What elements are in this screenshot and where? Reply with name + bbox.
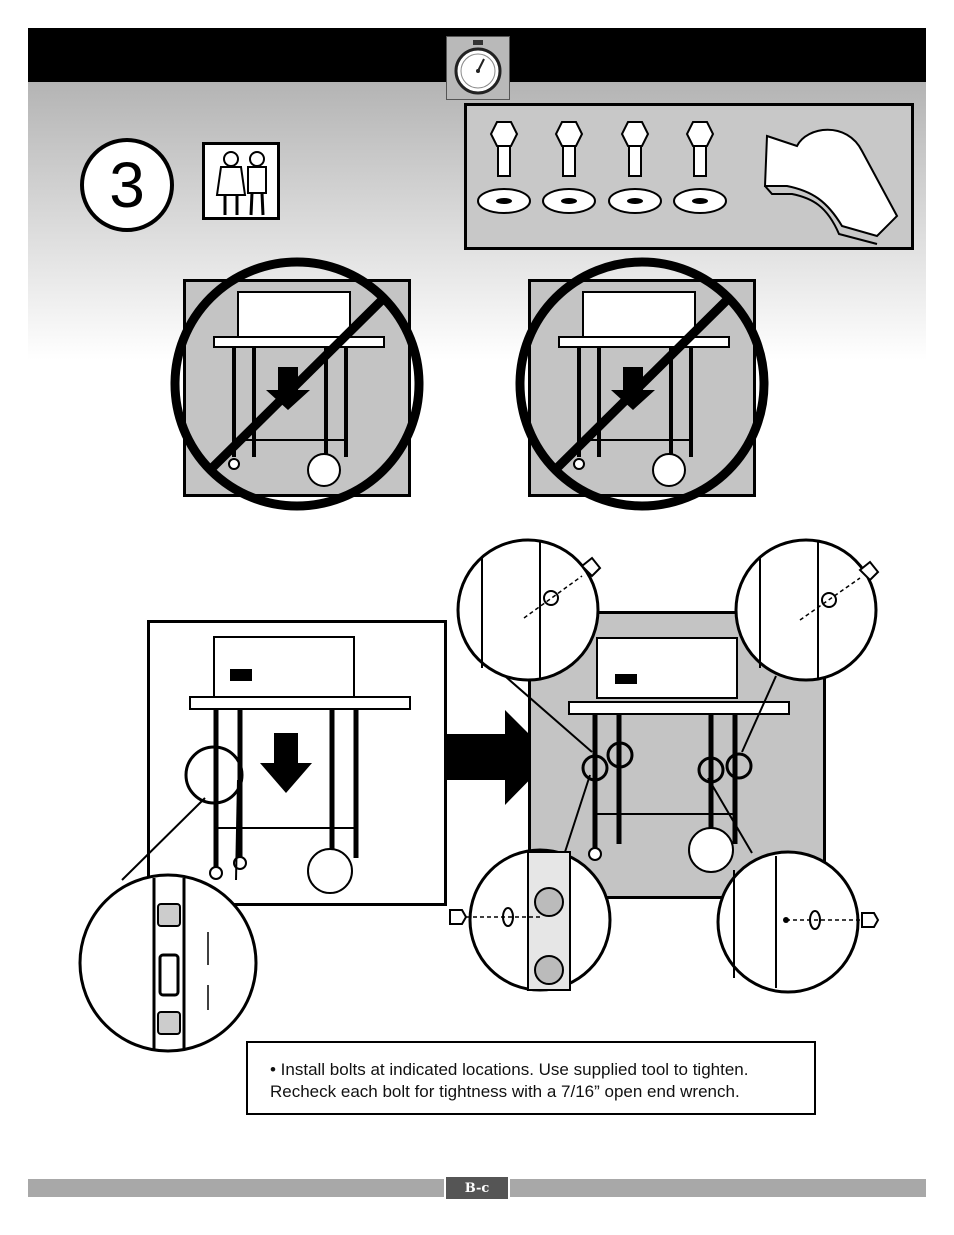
two-person-assembly-icon [202, 142, 280, 220]
bolt-icon [608, 121, 662, 214]
bolt-icon [673, 121, 727, 214]
instruction-box: • Install bolts at indicated locations. … [246, 1041, 816, 1115]
correct-method-panel [147, 620, 447, 906]
page-label: B-c [446, 1177, 508, 1199]
detail-callout-upper-left [456, 538, 602, 682]
instruction-line-1: • Install bolts at indicated locations. … [270, 1060, 749, 1079]
footer-bar-left [28, 1179, 444, 1197]
tool-icon [763, 128, 899, 245]
bolt-icon [542, 121, 596, 214]
instruction-line-2: Recheck each bolt for tightness with a 7… [270, 1082, 740, 1101]
parts-box [464, 103, 914, 250]
bolt-icon [477, 121, 531, 214]
footer-bar-right [510, 1179, 926, 1197]
detail-callout-lower-right [716, 850, 880, 994]
stopwatch-icon [446, 36, 510, 100]
assembled-grill-panel [528, 611, 826, 899]
detail-callout-upper-right [734, 538, 880, 682]
callout-leader-lines [121, 675, 777, 881]
step-number: 3 [80, 138, 174, 232]
detail-callout-lower-middle [449, 848, 612, 992]
detail-callout-lower-left [78, 873, 258, 1053]
